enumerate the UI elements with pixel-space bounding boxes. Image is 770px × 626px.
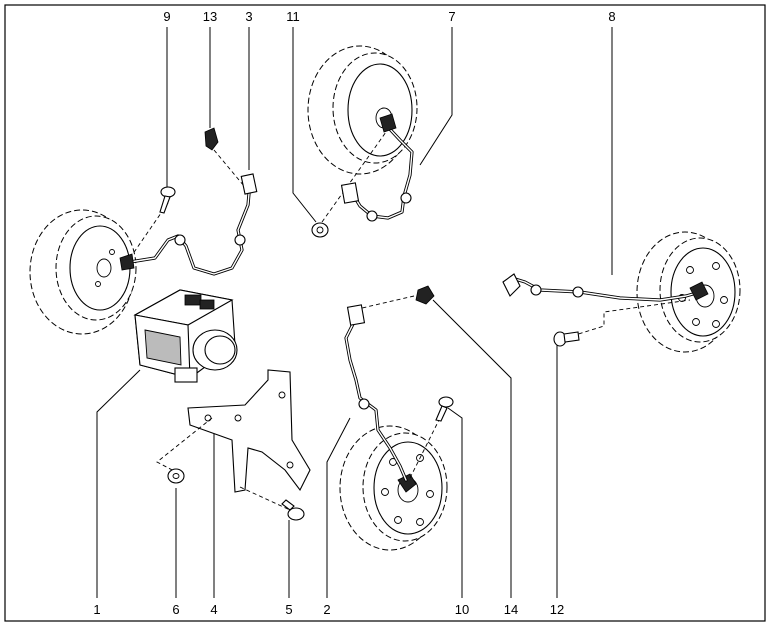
callout-14: 14 — [504, 602, 518, 617]
callout-12: 12 — [550, 602, 564, 617]
wheel-rear-left — [339, 425, 448, 551]
rear-left-sensor-bolt — [409, 396, 454, 479]
wheel-front-left — [29, 209, 137, 335]
leader-14 — [432, 299, 512, 598]
callout-13: 13 — [203, 9, 217, 24]
rear-right-wheel-speed-sensor — [502, 273, 709, 302]
callout-4: 4 — [210, 602, 217, 617]
bracket-bolt — [239, 486, 305, 521]
leader-7 — [419, 27, 453, 166]
nut — [167, 468, 185, 484]
front-left-wheel-speed-sensor — [119, 173, 258, 276]
leader-10 — [447, 407, 463, 598]
harness-clip-front — [204, 127, 245, 187]
front-left-sensor-bolt — [129, 186, 176, 259]
front-right-sensor-bolt — [311, 131, 387, 238]
diagram-frame — [4, 4, 766, 622]
leader-11 — [292, 27, 317, 223]
callout-10: 10 — [455, 602, 469, 617]
callout-8: 8 — [608, 9, 615, 24]
callout-7: 7 — [448, 9, 455, 24]
callout-9: 9 — [163, 9, 170, 24]
rear-right-sensor-bolt — [553, 299, 691, 347]
callout-1: 1 — [93, 602, 100, 617]
callout-3: 3 — [245, 9, 252, 24]
harness-clip-rear — [361, 285, 435, 309]
wheel-front-right — [307, 45, 418, 175]
callout-5: 5 — [285, 602, 292, 617]
leader-2 — [326, 417, 351, 598]
callout-11: 11 — [286, 9, 300, 24]
callout-2: 2 — [323, 602, 330, 617]
abs-mounting-bracket — [156, 369, 311, 493]
callout-6: 6 — [172, 602, 179, 617]
leader-lines — [96, 27, 613, 598]
abs-hydraulic-unit — [133, 289, 238, 383]
front-right-wheel-speed-sensor — [340, 113, 414, 222]
wheel-rear-right — [636, 231, 741, 353]
leader-1 — [96, 369, 141, 598]
rear-left-wheel-speed-sensor — [344, 304, 408, 482]
